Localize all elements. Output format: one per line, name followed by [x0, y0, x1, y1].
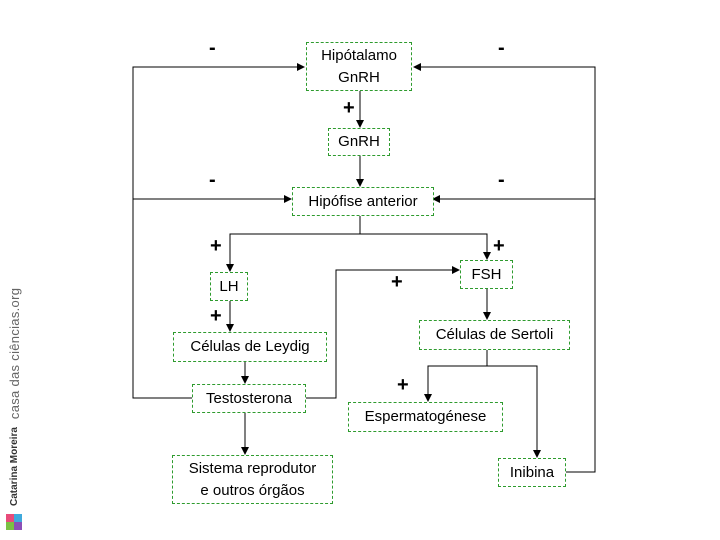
sign-plus-testosterona-fsh: + [391, 271, 403, 293]
sign-plus-leydig: + [210, 305, 222, 327]
arrow-hipofise-lh [226, 216, 361, 272]
node-gnrh-label: GnRH [338, 133, 380, 150]
sign-plus-espermatogenese: + [397, 374, 409, 396]
node-celulas-leydig: Células de Leydig [173, 332, 327, 362]
node-hipofise-label: Hipófise anterior [308, 192, 418, 210]
node-fsh: FSH [460, 260, 513, 289]
arrow-sertoli-espermatogenese [424, 350, 488, 402]
credit-site: casa das ciências.org [6, 287, 22, 420]
node-testosterona: Testosterona [192, 384, 306, 413]
node-testosterona-label: Testosterona [206, 389, 292, 407]
arrow-feedback-left-hipotalamo [132, 63, 305, 399]
casa-das-ciencias-logo-icon [6, 514, 22, 530]
node-espermatogenese-label: Espermatogénese [364, 408, 487, 425]
arrow-testosterona-fsh [306, 266, 460, 399]
sign-minus-hipotalamo-left: - [209, 37, 216, 59]
node-hipotalamo-line2: GnRH [338, 68, 380, 86]
sign-minus-hipofise-right: - [498, 169, 505, 191]
sign-minus-hipotalamo-right: - [498, 37, 505, 59]
node-espermatogenese: Espermatogénese [348, 402, 503, 432]
node-leydig-label: Células de Leydig [190, 338, 310, 355]
node-fsh-label: FSH [471, 265, 502, 283]
node-sistema-line2: e outros órgãos [200, 481, 305, 499]
node-hipotalamo-line1: Hipótalamo [321, 46, 397, 64]
credit-author: Catarina Moreira [8, 427, 20, 506]
sign-minus-hipofise-left: - [209, 169, 216, 191]
node-gnrh: GnRH [328, 128, 390, 156]
sign-plus-lh: + [210, 235, 222, 257]
arrow-hipofise-fsh [360, 233, 491, 260]
node-inibina: Inibina [498, 458, 566, 487]
node-sertoli-label: Células de Sertoli [435, 326, 554, 343]
arrow-feedback-right-hipotalamo [413, 63, 596, 473]
node-sistema-line1: Sistema reprodutor [188, 459, 317, 477]
node-hipotalamo: Hipótalamo GnRH [306, 42, 412, 91]
node-inibina-label: Inibina [509, 463, 555, 481]
node-sistema-reprodutor: Sistema reprodutor e outros órgãos [172, 455, 333, 504]
sign-plus-fsh: + [493, 235, 505, 257]
sign-plus-gnrh: + [343, 97, 355, 119]
node-hipofise-anterior: Hipófise anterior [292, 187, 434, 216]
node-celulas-sertoli: Células de Sertoli [419, 320, 570, 350]
node-lh-label: LH [219, 277, 239, 295]
credit: Catarina Moreira casa das ciências.org [6, 288, 22, 530]
node-lh: LH [210, 272, 248, 301]
arrow-sertoli-inibina [487, 365, 541, 458]
